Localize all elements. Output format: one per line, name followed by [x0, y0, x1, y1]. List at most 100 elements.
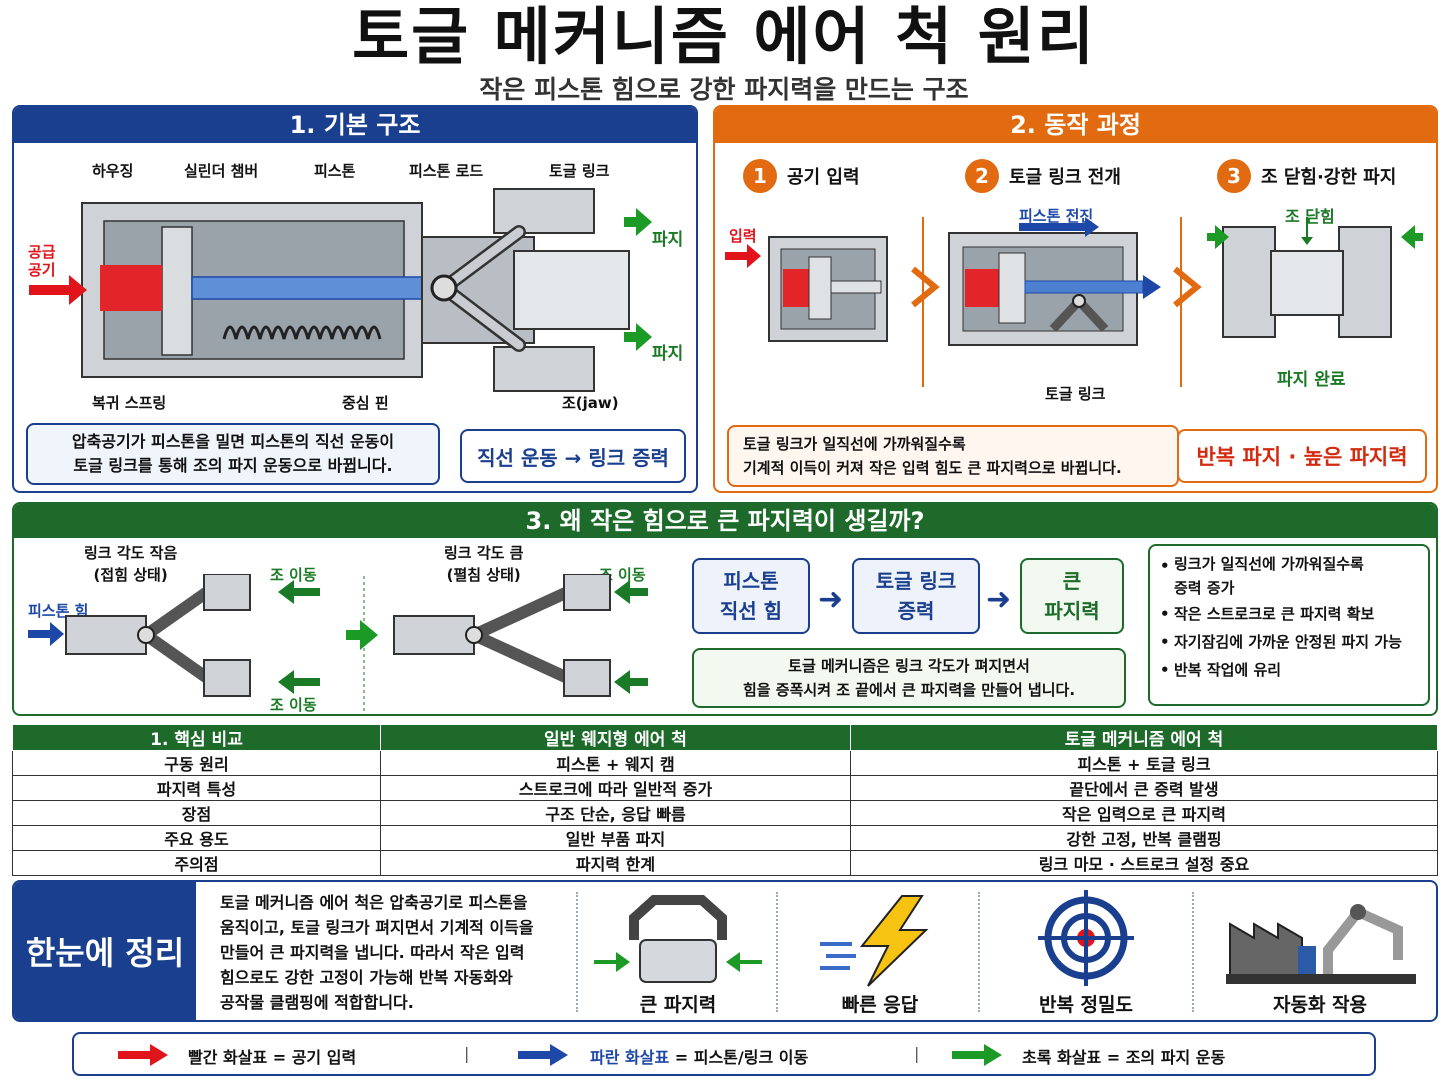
section2-description: 토글 링크가 일직선에 가까워질수록 기계적 이득이 커져 작은 입력 힘도 큰…: [727, 425, 1179, 487]
bullet-item: •작은 스트로크로 큰 파지력 확보: [1160, 605, 1375, 623]
step-3-label: 조 닫힘·강한 파지: [1261, 167, 1397, 188]
label-rod: 피스톤 로드: [409, 162, 484, 180]
flow-toggle-link: 토글 링크 증력: [852, 558, 980, 634]
label-grip-bottom: 파지: [652, 344, 684, 364]
table-cell: 주요 용도: [12, 825, 381, 851]
piston-disc: [161, 226, 193, 356]
step-2: 2 토글 링크 전개: [965, 159, 1121, 193]
section-basic-structure: 1. 기본 구조 하우징 실린더 챔버 피스톤 피스톤 로드 토글 링크 공급 …: [12, 105, 698, 493]
section2-badge: 반복 파지 · 높은 파지력: [1177, 429, 1427, 483]
section1-description: 압축공기가 피스톤을 밀면 피스톤의 직선 운동이 토글 링크를 통해 조의 파…: [26, 423, 440, 485]
section-operation-process: 2. 동작 과정 1 공기 입력 2 토글 링크 전개 3 조 닫힘·강한 파지…: [713, 105, 1438, 493]
grip-arrow-bottom: [624, 323, 652, 351]
section3-bullets: •링크가 일직선에 가까워질수록 증력 증가 •작은 스트로크로 큰 파지력 확…: [1148, 544, 1430, 706]
label-small-angle: 링크 각도 작음 (접힘 상태): [84, 544, 178, 584]
label-center-pin: 중심 핀: [342, 394, 389, 412]
label-piston-forward: 피스톤 전진: [1019, 207, 1094, 225]
green-arrow-icon: [952, 1044, 1002, 1066]
label-grip-top: 파지: [652, 230, 684, 250]
table-cell: 파지력 한계: [380, 850, 851, 876]
comparison-header-row: 1. 핵심 비교 일반 웨지형 에어 척 토글 메커니즘 에어 척: [12, 724, 1438, 751]
comparison-header: 일반 웨지형 에어 척: [380, 724, 851, 751]
bullet-item: •자기잠김에 가까운 안정된 파지 가능: [1160, 633, 1402, 651]
flow-big-grip: 큰 파지력: [1020, 558, 1124, 634]
step-1: 1 공기 입력: [743, 159, 860, 193]
section1-badge: 직선 운동 → 링크 증력: [460, 429, 686, 483]
label-jaw-move-1: 조 이동: [270, 566, 317, 584]
center-pin: [430, 274, 458, 302]
icon-label-grip: 큰 파지력: [639, 994, 717, 1016]
air-chamber: [100, 265, 162, 311]
table-cell: 끝단에서 큰 증력 발생: [850, 775, 1438, 801]
upper-jaw: [493, 188, 595, 234]
step-3-number: 3: [1217, 159, 1251, 193]
table-cell: 일반 부품 파지: [380, 825, 851, 851]
grip-arrow-top: [624, 208, 652, 236]
summary-text: 토글 메커니즘 에어 척은 압축공기로 피스톤을 움직이고, 토글 링크가 펴지…: [220, 893, 534, 1012]
blue-arrow-icon: [518, 1044, 568, 1066]
red-arrow-icon: [118, 1044, 168, 1066]
legend-red: 빨간 화살표 = 공기 입력: [188, 1048, 357, 1067]
label-air-supply: 공급 공기: [28, 243, 56, 279]
table-cell: 피스톤 + 웨지 캠: [380, 750, 851, 776]
piston-rod: [191, 276, 433, 300]
table-cell: 주의점: [12, 850, 381, 876]
label-jaw: 조(jaw): [562, 394, 619, 412]
flow-piston-force: 피스톤 직선 힘: [692, 558, 810, 634]
icon-label-precision: 반복 정밀도: [1038, 994, 1133, 1016]
label-large-angle: 링크 각도 큼 (펼침 상태): [444, 544, 524, 584]
table-cell: 스트로크에 따라 일반적 증가: [380, 775, 851, 801]
table-cell: 링크 마모 · 스트로크 설정 중요: [850, 850, 1438, 876]
operation-steps-diagram: [725, 217, 1423, 387]
step-2-label: 토글 링크 전개: [1009, 167, 1121, 188]
section2-header: 2. 동작 과정: [715, 107, 1436, 143]
bullet-item: •반복 작업에 유리: [1160, 661, 1282, 679]
bullet-item: •링크가 일직선에 가까워질수록 증력 증가: [1160, 555, 1364, 597]
step-3: 3 조 닫힘·강한 파지: [1217, 159, 1396, 193]
step-2-number: 2: [965, 159, 999, 193]
label-piston: 피스톤: [314, 162, 356, 180]
label-jaw-close: 조 닫힘: [1285, 207, 1335, 226]
table-cell: 파지력 특성: [12, 775, 381, 801]
table-cell: 구조 단순, 응답 빠름: [380, 800, 851, 826]
link-angle-diagram: [28, 574, 648, 714]
section-why-force: 3. 왜 작은 힘으로 큰 파지력이 생길까? 링크 각도 작음 (접힘 상태)…: [12, 502, 1438, 716]
step-1-number: 1: [743, 159, 777, 193]
legend-green: 초록 화살표 = 조의 파지 운동: [1022, 1048, 1226, 1067]
return-spring-coil: [222, 325, 382, 340]
workpiece: [513, 250, 630, 330]
gripper-icon: [594, 895, 762, 983]
table-cell: 작은 입력으로 큰 파지력: [850, 800, 1438, 826]
label-return-spring: 복귀 스프링: [92, 394, 167, 412]
step-1-label: 공기 입력: [787, 167, 860, 188]
lightning-icon: [820, 895, 929, 987]
table-cell: 피스톤 + 토글 링크: [850, 750, 1438, 776]
flow-arrow-1: ➜: [818, 582, 844, 617]
label-input: 입력: [729, 227, 757, 245]
flow-arrow-2: ➜: [986, 582, 1012, 617]
comparison-header: 토글 메커니즘 에어 척: [850, 724, 1438, 751]
lower-jaw: [493, 346, 595, 392]
label-toggle-link-2: 토글 링크: [1045, 385, 1106, 403]
label-toggle-link: 토글 링크: [549, 162, 610, 180]
summary-panel: 한눈에 정리 토글 메커니즘 에어 척은 압축공기로 피스톤을 움직이고, 토글…: [12, 880, 1438, 1022]
air-chuck-cross-section: [29, 188, 652, 392]
icon-label-automation: 자동화 작용: [1272, 994, 1367, 1016]
target-icon: [1038, 890, 1134, 986]
air-input-arrow: [29, 275, 87, 305]
legend-blue: 파란 화살표 = 피스톤/링크 이동: [590, 1048, 809, 1067]
page-title: 토글 메커니즘 에어 척 원리: [352, 0, 1096, 73]
section1-header: 1. 기본 구조: [14, 107, 696, 143]
comparison-header: 1. 핵심 비교: [12, 724, 381, 751]
table-cell: 장점: [12, 800, 381, 826]
section3-note: 토글 메커니즘은 링크 각도가 펴지면서 힘을 증폭시켜 조 끝에서 큰 파지력…: [692, 648, 1126, 708]
icon-label-response: 빠른 응답: [841, 994, 919, 1016]
label-grip-done: 파지 완료: [1277, 370, 1346, 390]
page-subtitle: 작은 피스톤 힘으로 강한 파지력을 만드는 구조: [479, 75, 969, 104]
